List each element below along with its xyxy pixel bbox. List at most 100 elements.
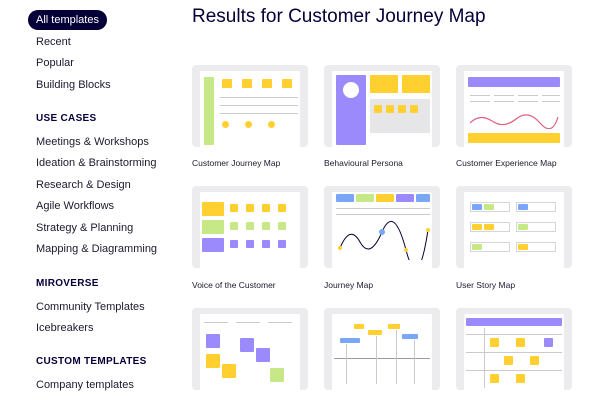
emoji-icon — [245, 121, 252, 128]
sticky-note — [282, 79, 292, 88]
timeline-bar — [368, 330, 382, 335]
sticky-note — [262, 222, 270, 230]
sticky-note — [374, 105, 382, 113]
sticky-note — [230, 204, 238, 212]
card-thumbnail — [464, 192, 564, 268]
section-heading-miroverse: MIROVERSE — [36, 278, 99, 289]
section-heading-use-cases: USE CASES — [36, 113, 97, 124]
story-row — [516, 202, 556, 212]
sidebar-item-company-templates[interactable]: Company templates — [36, 379, 134, 391]
header-bar — [466, 318, 562, 326]
text-line — [542, 95, 560, 96]
journey-curve — [338, 220, 430, 260]
swimlane-divider — [484, 328, 485, 388]
story-tag — [518, 244, 528, 250]
sticky-note — [370, 75, 398, 93]
template-card-7[interactable] — [192, 308, 308, 390]
sidebar-item-community[interactable]: Community Templates — [36, 301, 145, 313]
sticky-note — [256, 348, 270, 362]
divider — [220, 105, 298, 106]
card-thumbnail — [200, 314, 300, 390]
timeline-bar — [402, 334, 418, 339]
sidebar-item-icebreakers[interactable]: Icebreakers — [36, 322, 94, 334]
card-thumbnail — [464, 314, 564, 390]
process-step — [490, 374, 499, 383]
timeline-axis — [334, 358, 430, 359]
sticky-note — [202, 202, 224, 216]
sticky-note — [202, 238, 224, 252]
sidebar-item-research[interactable]: Research & Design — [36, 179, 131, 191]
story-row — [470, 202, 510, 212]
text-line — [236, 322, 260, 323]
swimlane-line — [466, 352, 562, 353]
sidebar-item-ideation[interactable]: Ideation & Brainstorming — [36, 157, 157, 169]
card-label: Voice of the Customer — [192, 280, 276, 290]
sidebar-item-recent[interactable]: Recent — [36, 36, 71, 48]
sidebar-item-strategy[interactable]: Strategy & Planning — [36, 222, 134, 234]
card-label: Customer Experience Map — [456, 158, 557, 168]
template-card-voice-of-the-customer[interactable] — [192, 186, 308, 268]
template-card-customer-experience-map[interactable] — [456, 65, 572, 147]
timeline-tick — [414, 340, 415, 384]
sidebar-item-mapping[interactable]: Mapping & Diagramming — [36, 243, 158, 255]
timeline-tick — [396, 330, 397, 384]
card-thumbnail — [332, 314, 432, 390]
info-block — [370, 99, 430, 133]
sticky-note — [402, 75, 430, 93]
text-line — [470, 101, 490, 102]
sticky-note — [202, 220, 224, 234]
story-tag — [472, 204, 482, 210]
emotion-curve — [469, 114, 559, 129]
sidebar-item-meetings[interactable]: Meetings & Workshops — [36, 136, 149, 148]
sticky-note — [278, 222, 286, 230]
sticky-note — [398, 105, 406, 113]
sidebar-item-agile[interactable]: Agile Workflows — [36, 200, 115, 212]
stage-header — [376, 194, 394, 202]
template-card-behavioural-persona[interactable] — [324, 65, 440, 147]
sticky-note — [386, 105, 394, 113]
template-card-user-story-map[interactable] — [456, 186, 572, 268]
card-thumbnail — [464, 71, 564, 147]
sticky-note — [230, 222, 238, 230]
story-tag — [484, 204, 494, 210]
text-line — [336, 208, 430, 209]
card-label: Journey Map — [324, 280, 374, 290]
header-bar — [468, 77, 560, 87]
story-tag — [484, 224, 494, 230]
sticky-note — [246, 222, 254, 230]
sticky-note — [278, 204, 286, 212]
stage-header — [396, 194, 414, 202]
template-card-8[interactable] — [324, 308, 440, 390]
sidebar-item-all-templates[interactable]: All templates — [28, 10, 107, 30]
story-tag — [518, 224, 528, 230]
process-step — [504, 356, 513, 365]
story-tag — [472, 244, 482, 250]
sticky-note — [222, 364, 236, 378]
sidebar-item-building-blocks[interactable]: Building Blocks — [36, 79, 111, 91]
template-card-9[interactable] — [456, 308, 572, 390]
page-title: Results for Customer Journey Map — [192, 6, 486, 27]
sidebar: All templates Recent Popular Building Bl… — [0, 0, 180, 400]
text-line — [336, 214, 430, 215]
text-line — [204, 322, 228, 323]
template-card-journey-map[interactable] — [324, 186, 440, 268]
sticky-note — [410, 105, 418, 113]
card-thumbnail — [332, 192, 432, 268]
swimlane-line — [466, 334, 562, 335]
process-step — [544, 338, 553, 347]
sticky-note — [246, 204, 254, 212]
timeline-tick — [346, 344, 347, 384]
card-label: Customer Journey Map — [192, 158, 281, 168]
emoji-icon — [268, 121, 275, 128]
divider — [220, 113, 298, 114]
story-row — [470, 242, 510, 252]
emoji-icon — [222, 121, 229, 128]
sticky-note — [246, 240, 254, 248]
template-card-customer-journey-map[interactable] — [192, 65, 308, 147]
sticky-note — [230, 240, 238, 248]
sticky-note — [206, 354, 220, 368]
story-row — [516, 222, 556, 232]
footer-bar — [468, 133, 560, 143]
timeline-bar — [388, 324, 400, 329]
sidebar-item-popular[interactable]: Popular — [36, 57, 74, 69]
